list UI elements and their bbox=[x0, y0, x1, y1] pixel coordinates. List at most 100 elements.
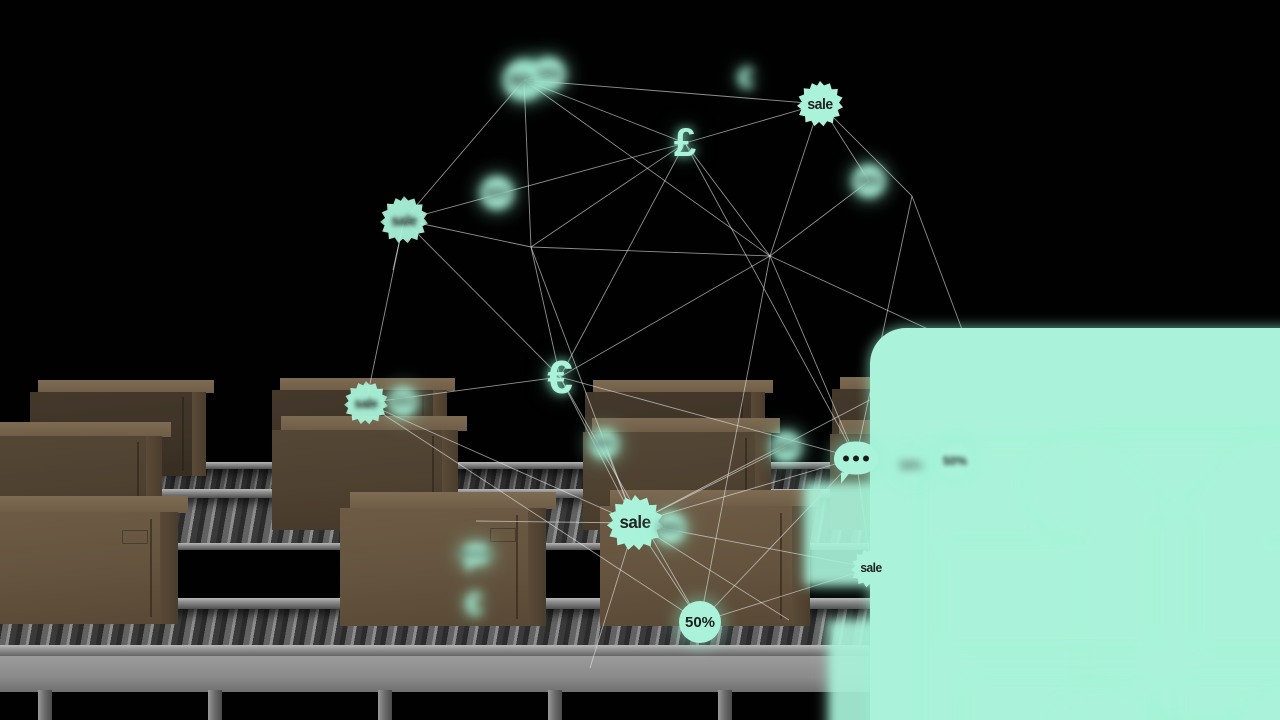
network-edge bbox=[769, 255, 857, 459]
box-top bbox=[350, 492, 556, 509]
network-edge bbox=[530, 142, 686, 248]
sale-badge-label: sale bbox=[619, 512, 651, 533]
network-edge bbox=[530, 246, 771, 257]
network-edge bbox=[855, 195, 913, 459]
support-leg bbox=[718, 690, 732, 720]
leg-cell bbox=[300, 690, 470, 720]
percent-label: 50% bbox=[684, 613, 716, 631]
percent-label: 50% bbox=[592, 438, 616, 450]
leg-cell bbox=[130, 690, 300, 720]
percent-label: 50% bbox=[773, 440, 799, 454]
percent-label: 50% bbox=[536, 67, 562, 81]
leg-cell bbox=[470, 690, 640, 720]
box-seam bbox=[432, 436, 434, 524]
support-leg bbox=[38, 690, 52, 720]
box-seam bbox=[150, 518, 152, 618]
box-side bbox=[160, 512, 178, 624]
box-top bbox=[0, 422, 171, 437]
percent-label: 50% bbox=[657, 521, 683, 535]
network-edge bbox=[769, 103, 821, 257]
box-side bbox=[192, 392, 206, 476]
sale-badge-label: sale bbox=[860, 560, 882, 576]
sale-badge-label: sale bbox=[354, 395, 378, 411]
box-face bbox=[0, 512, 178, 624]
percent-label: 50% bbox=[508, 71, 540, 89]
network-edge bbox=[769, 180, 870, 257]
sale-badge-label: sale bbox=[807, 95, 833, 113]
box-seam bbox=[182, 397, 184, 471]
network-edge bbox=[403, 142, 686, 221]
percent-label: 50% bbox=[391, 396, 415, 408]
network-edge bbox=[365, 402, 701, 623]
network-edge bbox=[699, 255, 771, 623]
percent-label: 50% bbox=[899, 460, 923, 472]
network-edge bbox=[684, 142, 857, 459]
box-top bbox=[38, 380, 214, 393]
network-edge bbox=[403, 219, 561, 378]
euro-currency-icon[interactable]: € bbox=[465, 586, 483, 622]
network-edge bbox=[819, 103, 913, 197]
box bbox=[340, 492, 556, 626]
percent-circle-node[interactable]: 50% bbox=[852, 164, 886, 198]
euro-currency-icon[interactable]: € bbox=[737, 62, 755, 95]
speech-bubble-node[interactable] bbox=[834, 441, 878, 484]
percent-circle-node[interactable]: 50% bbox=[654, 512, 686, 544]
box-seam bbox=[745, 437, 747, 525]
box bbox=[0, 496, 188, 624]
sale-badge-node[interactable]: sale bbox=[380, 196, 428, 244]
percent-circle-node[interactable]: 50% bbox=[770, 431, 802, 463]
bubble-dots bbox=[463, 551, 489, 557]
percent-circle-node[interactable]: 50% bbox=[896, 451, 926, 481]
box-top bbox=[592, 418, 780, 433]
percent-label: 50% bbox=[484, 186, 510, 200]
network-edge bbox=[523, 79, 821, 105]
network-edge bbox=[403, 79, 525, 221]
network-edge bbox=[523, 79, 771, 257]
network-edge bbox=[530, 246, 561, 378]
box-seam bbox=[516, 515, 518, 619]
box-face bbox=[340, 508, 546, 626]
leg-cell bbox=[640, 690, 810, 720]
support-leg bbox=[378, 690, 392, 720]
support-leg bbox=[548, 690, 562, 720]
pound-currency-icon[interactable]: £ bbox=[673, 121, 697, 165]
percent-circle-node[interactable]: 50% bbox=[480, 176, 514, 210]
percent-circle-node[interactable]: 50% bbox=[938, 444, 972, 478]
percent-circle-node[interactable]: 50% bbox=[589, 429, 619, 459]
sale-badge-node[interactable]: sale bbox=[344, 381, 388, 425]
box-top bbox=[610, 490, 820, 507]
box-seam bbox=[780, 513, 782, 619]
network-edge bbox=[559, 255, 771, 378]
box-tape bbox=[122, 530, 148, 544]
network-edge bbox=[684, 142, 771, 257]
euro-currency-icon[interactable]: € bbox=[547, 351, 573, 403]
network-edge bbox=[475, 520, 636, 524]
network-edge bbox=[365, 402, 636, 524]
bubble-dots bbox=[843, 455, 869, 461]
network-edge bbox=[559, 142, 686, 378]
leg-cell bbox=[0, 690, 130, 720]
network-edge bbox=[523, 79, 532, 248]
box-top bbox=[593, 380, 773, 393]
network-edge bbox=[684, 103, 821, 144]
speech-bubble-node[interactable] bbox=[461, 543, 491, 574]
network-edge bbox=[559, 376, 701, 623]
support-leg bbox=[208, 690, 222, 720]
percent-circle-node[interactable]: 50% bbox=[388, 387, 418, 417]
network-edge bbox=[559, 376, 857, 459]
box-side bbox=[528, 508, 546, 626]
box-top bbox=[0, 496, 188, 513]
sale-badge-node[interactable]: sale bbox=[797, 81, 843, 127]
sale-badge-label: sale bbox=[391, 211, 417, 229]
percent-circle-node[interactable]: 50% bbox=[532, 57, 566, 91]
percent-label: 50% bbox=[856, 174, 882, 188]
box-tape bbox=[490, 528, 516, 542]
percent-label: 50% bbox=[942, 454, 968, 468]
box-seam bbox=[137, 441, 139, 525]
network-edge bbox=[911, 195, 970, 349]
percent-circle-node[interactable]: 50% bbox=[679, 601, 721, 643]
